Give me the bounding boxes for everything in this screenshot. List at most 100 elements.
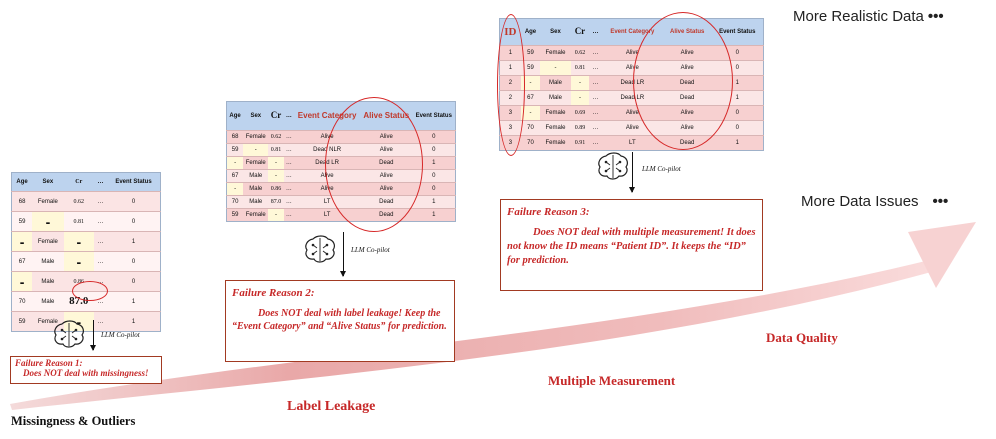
cell: … — [283, 208, 295, 222]
col-header: Age — [11, 172, 33, 192]
cell: Female — [540, 120, 571, 136]
cell: Male — [32, 271, 64, 292]
brain-icon — [305, 235, 335, 263]
cell: … — [589, 105, 602, 121]
cell: Female — [32, 191, 64, 212]
missing-cell: - — [226, 182, 244, 196]
table-row: 59 Female - … 1 — [11, 311, 161, 332]
cell: 0.91 — [570, 135, 590, 151]
cell: Female — [243, 208, 269, 222]
cell: 0.81 — [63, 211, 94, 232]
missing-cell: - — [63, 311, 94, 332]
cell: … — [93, 311, 108, 332]
down-arrow — [90, 320, 96, 351]
brain-icon — [54, 320, 84, 348]
cell: 59 — [226, 208, 244, 222]
cell: 67 — [11, 251, 33, 272]
cell: Male — [243, 195, 269, 209]
failure-body: Does NOT deal with label leakage! Keep t… — [232, 308, 447, 332]
table-row: 3 70 Female 0.91 … LT Dead 1 — [499, 135, 764, 151]
stage-label-multiple-measurement: Multiple Measurement — [548, 373, 676, 388]
cell: … — [589, 135, 602, 151]
cell: 1 — [107, 311, 161, 332]
cell: … — [283, 169, 295, 183]
missing-cell: - — [63, 231, 94, 252]
cell: Female — [32, 311, 64, 332]
missing-cell: - — [268, 156, 284, 170]
cell: 67 — [520, 90, 541, 106]
cell: 70 — [520, 135, 541, 151]
col-header: Age — [226, 101, 244, 131]
col-header: Age — [520, 18, 541, 46]
cell: 0.69 — [570, 105, 590, 121]
cell: 0 — [107, 271, 161, 292]
copilot-label: LLM Co-pilot — [101, 331, 140, 339]
cell: … — [283, 182, 295, 196]
copilot-label: LLM Co-pilot — [642, 165, 681, 173]
table-row: 67 Male - … 0 — [11, 251, 161, 272]
missing-cell: - — [268, 169, 284, 183]
cell: 59 — [226, 143, 244, 157]
id-highlight — [497, 14, 525, 156]
cell: … — [93, 251, 108, 272]
more-issues-text: More Data Issues — [801, 193, 919, 210]
cell: 0 — [107, 251, 161, 272]
cell: … — [283, 130, 295, 144]
cell: 1 — [107, 291, 161, 312]
ellipsis-dots: ••• — [927, 8, 944, 25]
col-header: … — [283, 101, 295, 131]
col-header: Event Status — [107, 172, 161, 192]
cell: 0.89 — [570, 120, 590, 136]
failure-title: Failure Reason 3: — [507, 206, 590, 218]
cell: 1 — [412, 208, 456, 222]
col-header: Cr — [63, 172, 94, 192]
col-header: Sex — [32, 172, 64, 192]
cell: … — [283, 143, 295, 157]
cell: Male — [243, 182, 269, 196]
table-row: 68 Female 0.62 … 0 — [11, 191, 161, 212]
col-header: Cr — [570, 18, 590, 46]
cell: 59 — [520, 60, 541, 76]
cell: LT — [601, 135, 663, 151]
cell: … — [589, 120, 602, 136]
cell: 1 — [107, 231, 161, 252]
cell: 1 — [412, 156, 456, 170]
missing-cell: - — [520, 75, 541, 91]
cell: 0 — [412, 143, 456, 157]
cell: 59 — [11, 211, 33, 232]
cell: 0 — [412, 169, 456, 183]
cell: 87.0 — [268, 195, 284, 209]
leakage-highlight — [633, 12, 733, 150]
leakage-highlight — [325, 97, 423, 232]
cell: … — [93, 211, 108, 232]
table-missingness: Age Sex Cr … Event Status 68 Female 0.62… — [11, 172, 161, 332]
cell: … — [93, 231, 108, 252]
cell: Male — [540, 75, 571, 91]
cell: 0.62 — [268, 130, 284, 144]
missing-cell: - — [540, 60, 571, 76]
cell: Female — [32, 231, 64, 252]
missing-cell: - — [570, 75, 590, 91]
down-arrow — [629, 152, 635, 193]
failure-box-2: Failure Reason 2: Does NOT deal with lab… — [225, 280, 455, 362]
cell: 0.81 — [570, 60, 590, 76]
cell: 0 — [107, 191, 161, 212]
cell: Male — [540, 90, 571, 106]
missing-cell: - — [11, 271, 33, 292]
missing-cell: - — [570, 90, 590, 106]
failure-title: Failure Reason 1: — [15, 358, 83, 368]
stage-label-missingness: Missingness & Outliers — [11, 414, 136, 428]
missing-cell: - — [226, 156, 244, 170]
table-row: - Male 0.86 … 0 — [11, 271, 161, 292]
failure-body: Does NOT deal with multiple measurement!… — [507, 227, 756, 267]
cell: … — [283, 195, 295, 209]
cell: 0 — [711, 120, 764, 136]
failure-body: Does NOT deal with missingness! — [23, 368, 149, 378]
down-arrow — [340, 232, 346, 277]
cell: Male — [32, 251, 64, 272]
cell: 68 — [226, 130, 244, 144]
cell: 0.81 — [268, 143, 284, 157]
cell: 70 — [520, 120, 541, 136]
cell: 0 — [412, 130, 456, 144]
